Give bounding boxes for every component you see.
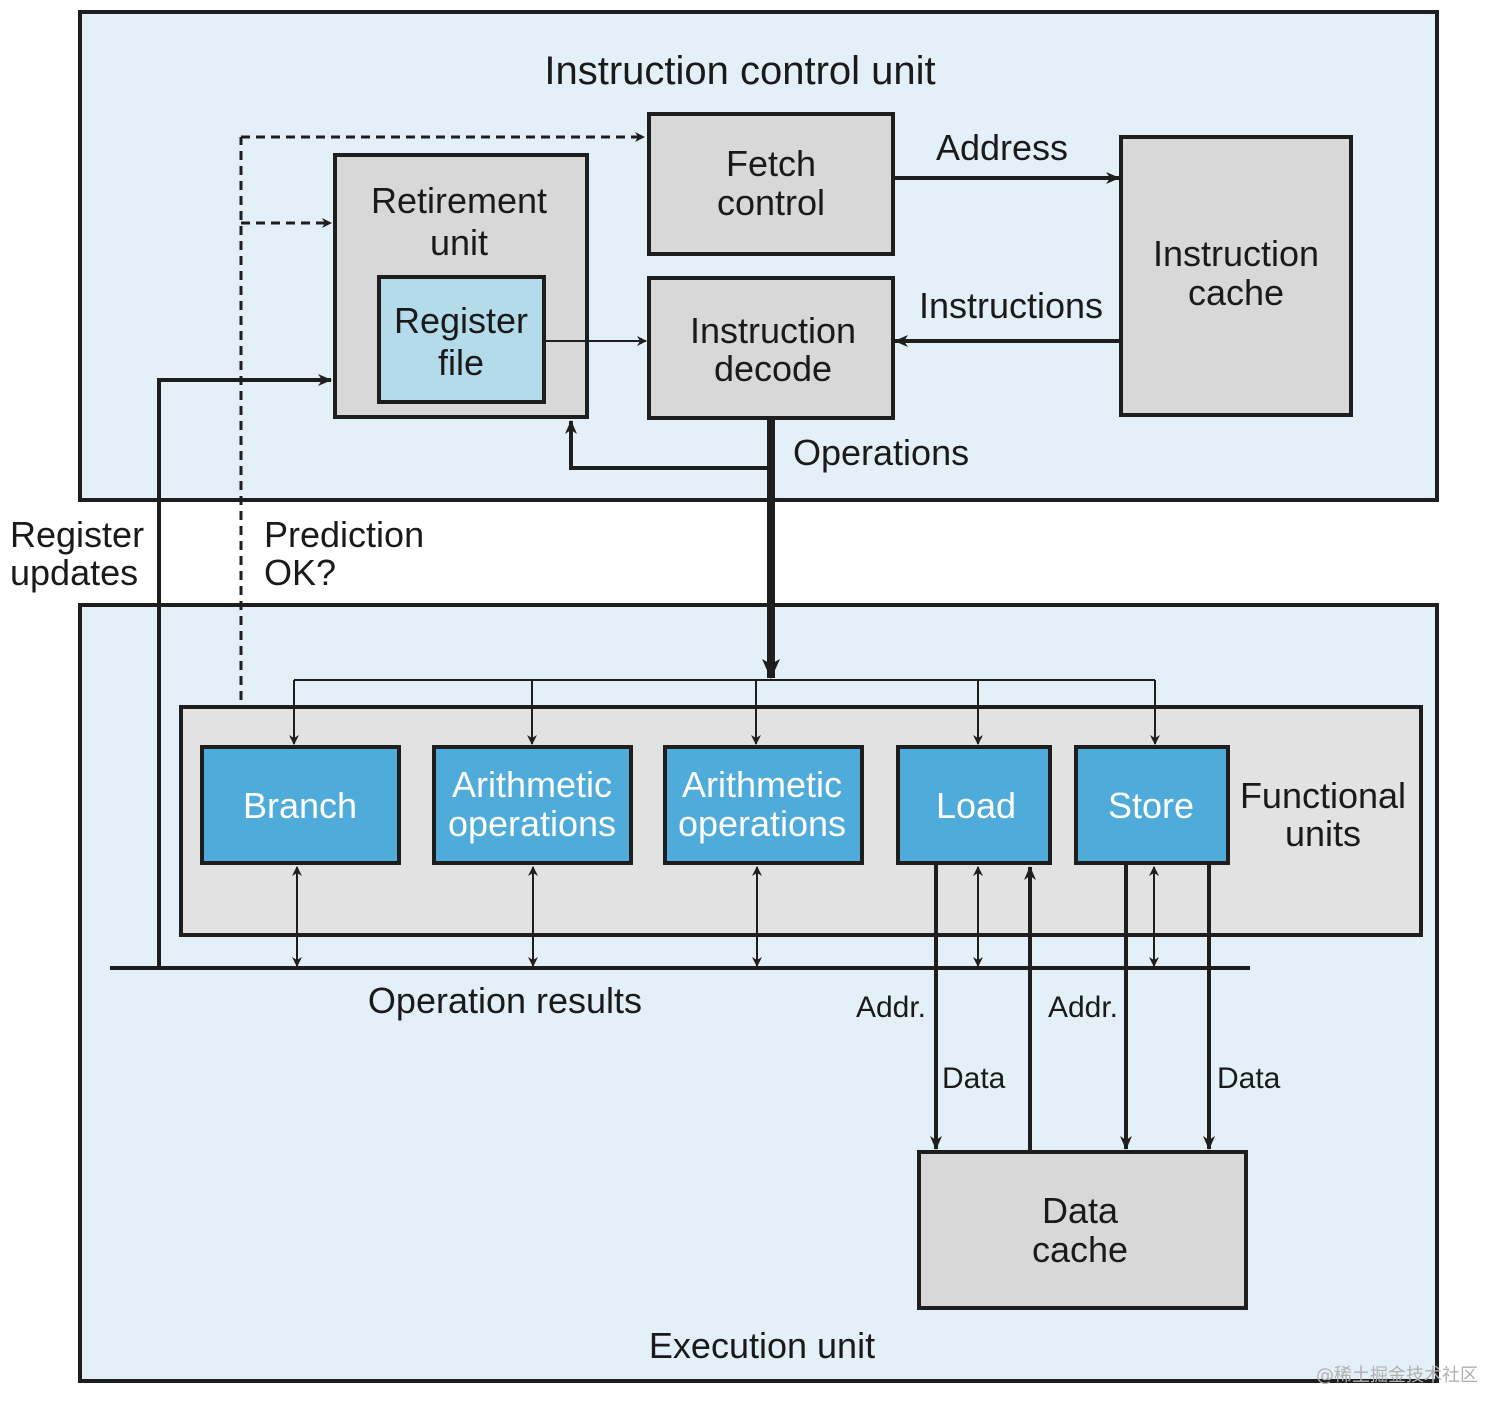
functional-units-label-2: units [1285,813,1361,854]
functional-units-label-1: Functional [1240,775,1406,816]
functional-unit-load [896,745,1052,865]
register-updates-arrow [157,374,332,968]
prediction-ok-label-1: Prediction [264,514,424,555]
functional-unit-arithmetic-1-label-1: Arithmetic [452,764,612,805]
register-file-label-1: Register [394,300,528,341]
register-updates-label-2: updates [10,552,138,593]
execution-unit-title: Execution unit [649,1325,875,1366]
data-cache-label-1: Data [1042,1190,1119,1231]
store-addr-label: Addr. [1048,991,1118,1024]
functional-unit-store [1074,745,1230,865]
instruction-decode-block [647,276,895,420]
watermark: @稀土掘金技术社区 [1316,1365,1478,1386]
retirement-unit-label-2: unit [430,222,488,263]
prediction-ok-label-2: OK? [264,552,336,593]
functional-unit-arithmetic-2-label-2: operations [678,803,846,844]
functional-unit-arithmetic-2 [663,745,864,865]
load-data-label: Data [942,1062,1006,1095]
instruction-cache-block [1119,135,1353,417]
instruction-cache-label-1: Instruction [1153,233,1319,274]
instructions-label: Instructions [919,285,1103,326]
load-addr-label: Addr. [856,991,926,1024]
functional-unit-arithmetic-1-label-2: operations [448,803,616,844]
operation-results-label: Operation results [368,980,642,1021]
data-cache-block [917,1150,1248,1310]
functional-unit-branch [200,745,401,865]
functional-unit-arithmetic-1 [432,745,633,865]
register-file-block [377,275,546,404]
fetch-control-label-2: control [717,182,825,223]
functional-unit-branch-label: Branch [243,785,357,826]
fetch-control-label-1: Fetch [726,143,816,184]
instruction-cache-label-2: cache [1188,272,1284,313]
data-cache-label-2: cache [1032,1229,1128,1270]
functional-unit-load-label: Load [936,785,1016,826]
functional-unit-store-label: Store [1108,785,1194,826]
instruction-control-unit-title: Instruction control unit [544,49,935,93]
operations-to-retirement-arrow [565,420,771,470]
operations-label: Operations [793,432,969,473]
register-updates-label-1: Register [10,514,144,555]
instruction-decode-label-1: Instruction [690,310,856,351]
fetch-control-block [647,112,895,256]
store-data-label: Data [1217,1062,1281,1095]
address-label: Address [936,127,1068,168]
instruction-decode-label-2: decode [714,348,832,389]
retirement-unit-label-1: Retirement [371,180,547,221]
functional-unit-arithmetic-2-label-1: Arithmetic [682,764,842,805]
register-file-label-2: file [438,342,484,383]
